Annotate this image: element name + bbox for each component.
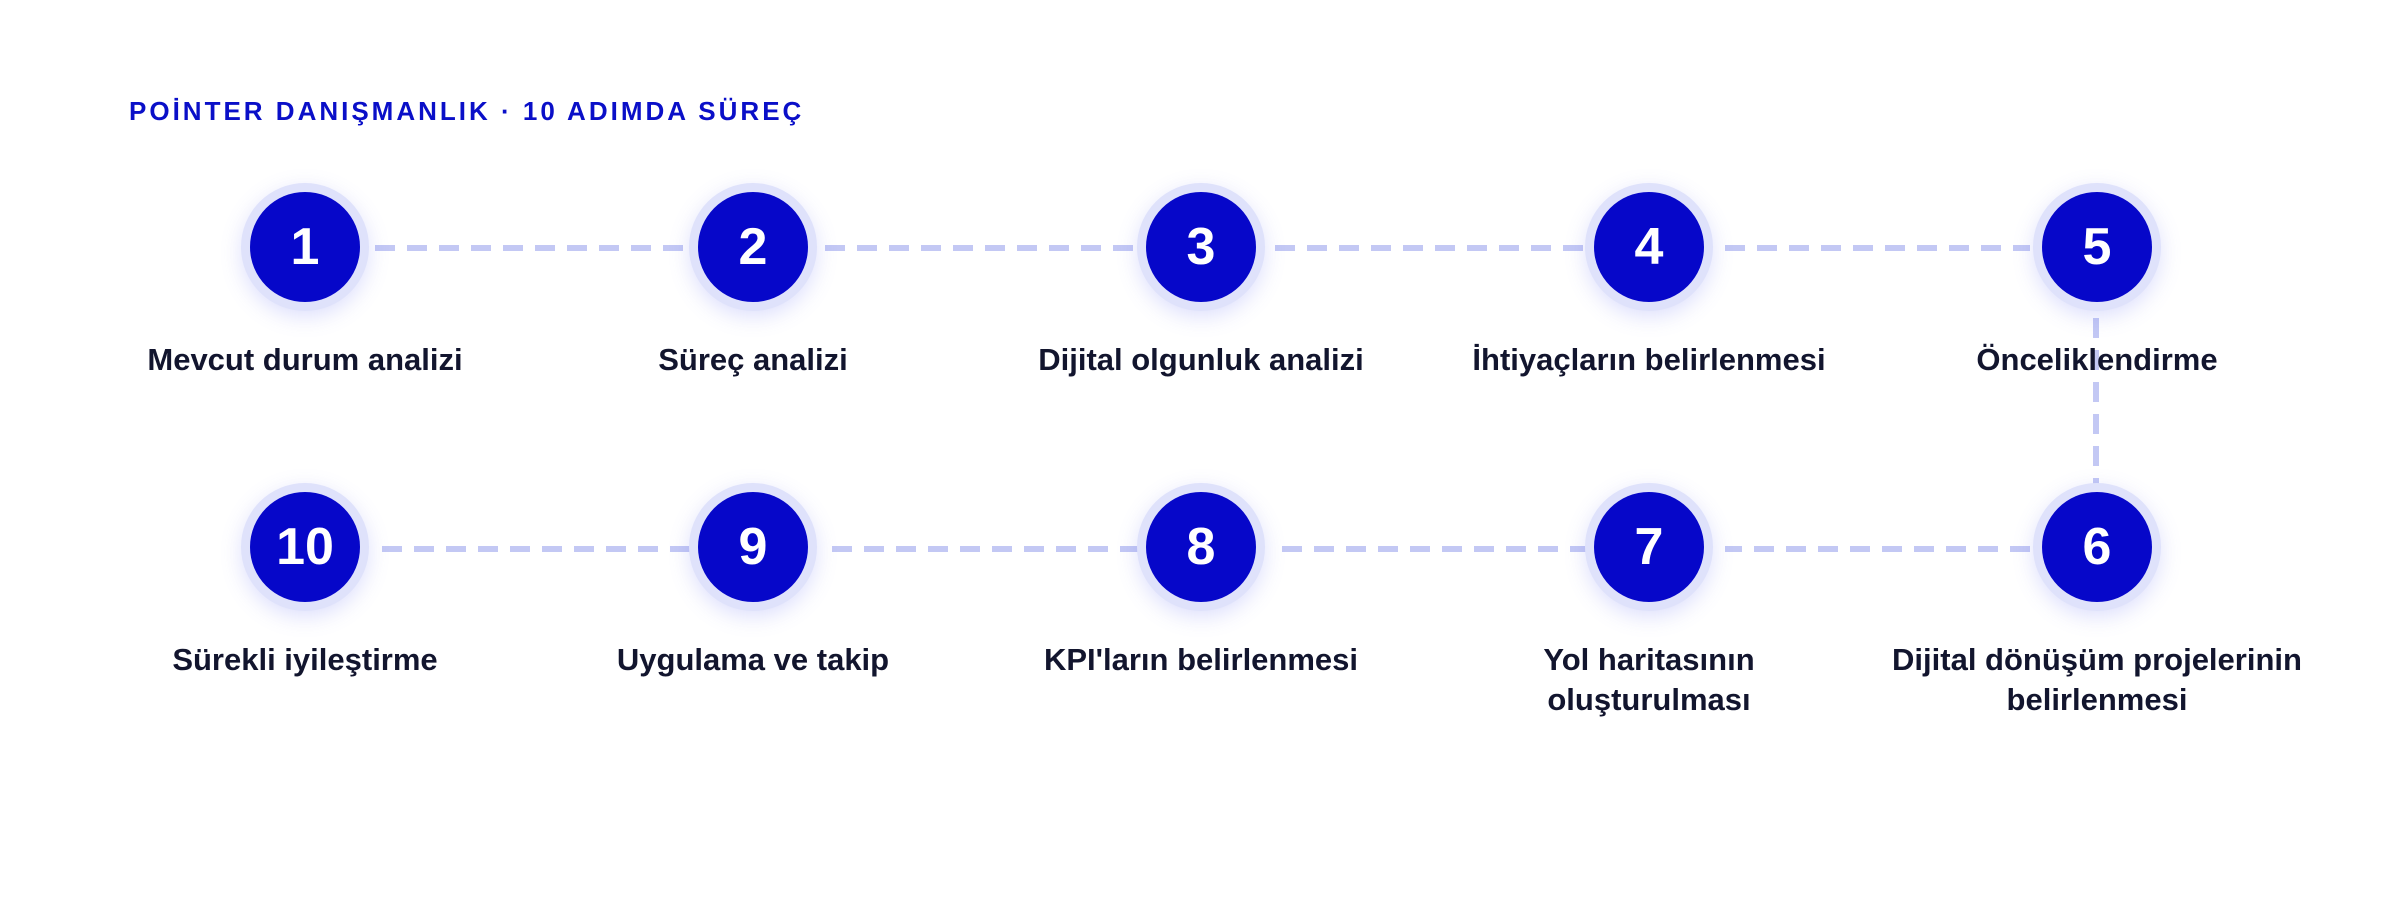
step-number-badge: 5 xyxy=(2042,192,2152,302)
step-number-badge: 9 xyxy=(698,492,808,602)
step-number-badge: 6 xyxy=(2042,492,2152,602)
step-label: Mevcut durum analizi xyxy=(147,342,463,377)
step-label: İhtiyaçların belirlenmesi xyxy=(1472,342,1826,377)
step-label: KPI'ların belirlenmesi xyxy=(1043,642,1359,677)
page-title: POİNTER DANIŞMANLIK · 10 ADIMDA SÜREÇ xyxy=(129,96,805,126)
step-number-badge: 4 xyxy=(1594,192,1704,302)
step-label: Dijital olgunluk analizi xyxy=(1038,342,1364,377)
step-number-badge: 7 xyxy=(1594,492,1704,602)
step-number-badge: 2 xyxy=(698,192,808,302)
step-label: Dijital dönüşüm projelerinin belirlenmes… xyxy=(1892,642,2302,717)
step-label: Önceliklendirme xyxy=(1976,342,2218,377)
step-label: Yol haritasının oluşturulması xyxy=(1543,642,1755,717)
step-label: Uygulama ve takip xyxy=(616,642,890,677)
step-number-badge: 8 xyxy=(1146,492,1256,602)
step-number-badge: 3 xyxy=(1146,192,1256,302)
step-label: Süreç analizi xyxy=(658,342,848,377)
step-number-badge: 1 xyxy=(250,192,360,302)
step-number-badge: 10 xyxy=(250,492,360,602)
step-label: Sürekli iyileştirme xyxy=(172,642,438,677)
